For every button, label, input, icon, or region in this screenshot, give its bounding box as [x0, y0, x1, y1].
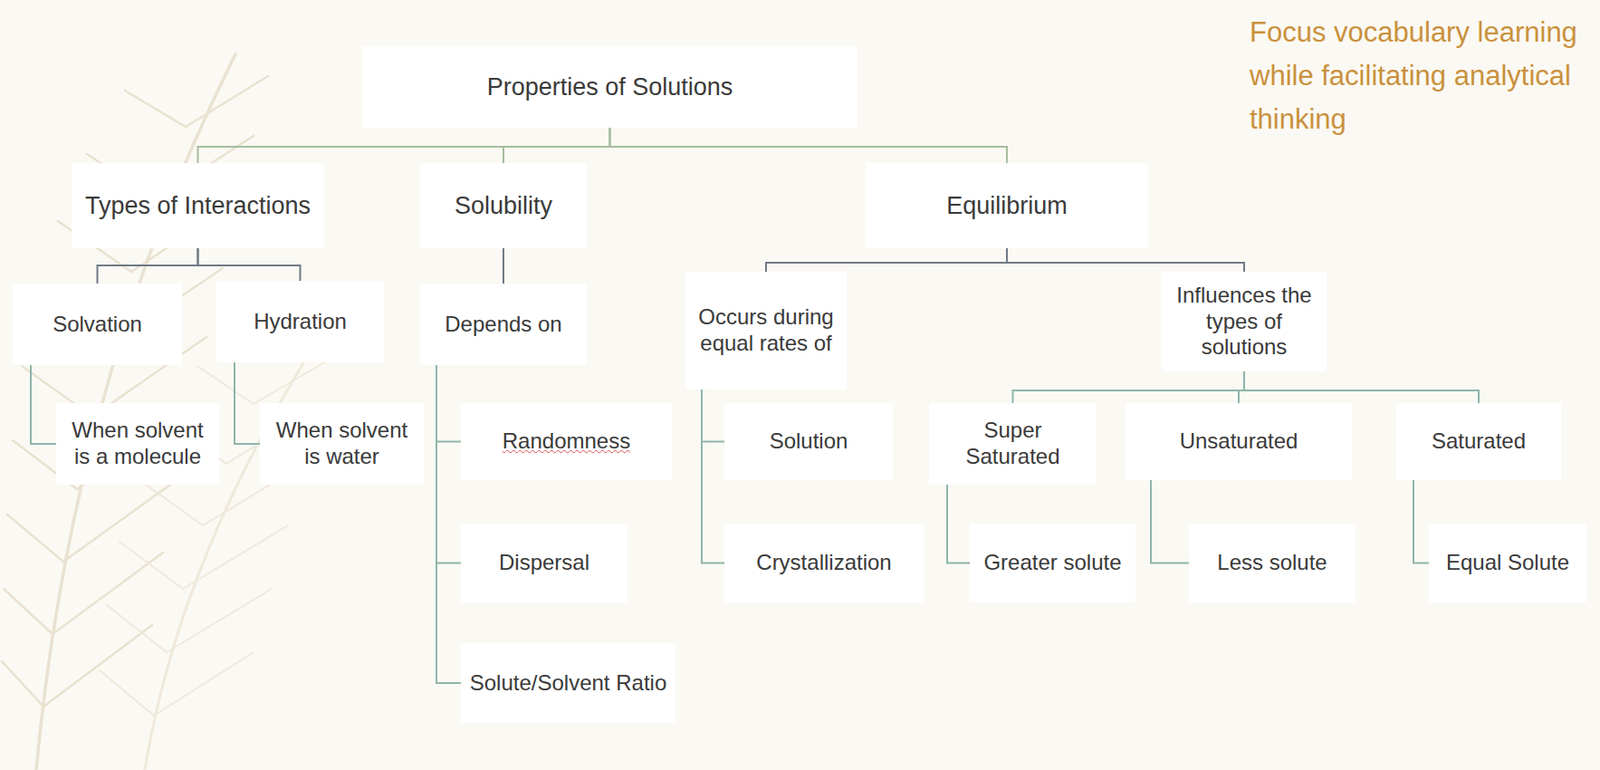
concept-box: Saturated [1396, 402, 1562, 480]
connector-line [701, 389, 725, 442]
concept-box: Occurs during equal rates of [685, 271, 847, 390]
concept-text: Unsaturated [1179, 428, 1299, 455]
connector-line [198, 248, 301, 281]
concept-box: Hydration [216, 280, 384, 363]
connector-line [30, 364, 57, 444]
concept-box: Randomness [460, 402, 672, 480]
concept-box: Solubility [420, 162, 587, 249]
concept-text: Equilibrium [946, 191, 1068, 221]
concept-text: When solvent is water [267, 417, 417, 470]
connector-line [502, 248, 505, 284]
concept-box: Types of Interactions [71, 162, 325, 249]
connector-line [1244, 371, 1479, 403]
concept-box: Crystallization [724, 523, 924, 603]
connector-line [947, 484, 970, 564]
connector-line [198, 127, 611, 163]
concept-text: Hydration [253, 308, 347, 336]
concept-box: Less solute [1188, 523, 1356, 603]
concept-text: Randomness [502, 428, 631, 455]
concept-text: Crystallization [756, 549, 892, 576]
connector-line [503, 127, 611, 163]
connector-line [436, 364, 461, 564]
connector-line [1150, 479, 1189, 564]
concept-box: Depends on [420, 283, 587, 365]
concept-box: When solvent is a molecule [56, 402, 220, 485]
palm-leaf-illustration [0, 0, 381, 770]
concept-box: Super Saturated [929, 402, 1097, 485]
concept-box: When solvent is water [259, 402, 424, 485]
connector-line [766, 248, 1007, 272]
concept-text: Dispersal [498, 549, 590, 576]
concept-box: Greater solute [969, 523, 1136, 603]
connector-line [610, 127, 1008, 163]
concept-box: Unsaturated [1125, 402, 1352, 480]
connector-line [1006, 248, 1245, 272]
note-text: Focus vocabulary learning while facilita… [1249, 10, 1587, 142]
concept-text: Saturated [1431, 428, 1526, 455]
concept-text: Properties of Solutions [487, 72, 734, 102]
concept-box: Dispersal [460, 523, 628, 603]
concept-text: Solubility [454, 191, 553, 221]
connector-line [97, 248, 199, 284]
connector-line [1013, 371, 1246, 403]
concept-box: Equal Solute [1428, 523, 1587, 603]
concept-text: Depends on [444, 311, 562, 338]
concept-box: Solvation [12, 283, 183, 365]
concept-text: Influences the types of solutions [1168, 282, 1320, 361]
connector-line [1413, 479, 1429, 564]
concept-text: Equal Solute [1446, 549, 1570, 576]
concept-box: Solution [724, 402, 893, 480]
concept-text: Solvation [52, 311, 143, 338]
concept-box: Solute/Solvent Ratio [460, 642, 676, 723]
concept-text: Types of Interactions [85, 191, 311, 221]
concept-text: Less solute [1216, 549, 1327, 576]
concept-box: Properties of Solutions [362, 46, 858, 128]
connector-line [436, 364, 461, 442]
concept-text: Solution [769, 428, 849, 455]
connector-line [701, 389, 725, 564]
connector-line [234, 362, 260, 444]
concept-text: Occurs during equal rates of [692, 304, 840, 357]
concept-text: Greater solute [983, 549, 1121, 576]
concept-text: Solute/Solvent Ratio [469, 670, 667, 697]
connector-line [436, 364, 461, 683]
concept-text: When solvent is a molecule [63, 417, 212, 470]
concept-text: Super Saturated [936, 417, 1090, 470]
concept-box: Influences the types of solutions [1161, 271, 1327, 372]
concept-box: Equilibrium [865, 162, 1149, 249]
